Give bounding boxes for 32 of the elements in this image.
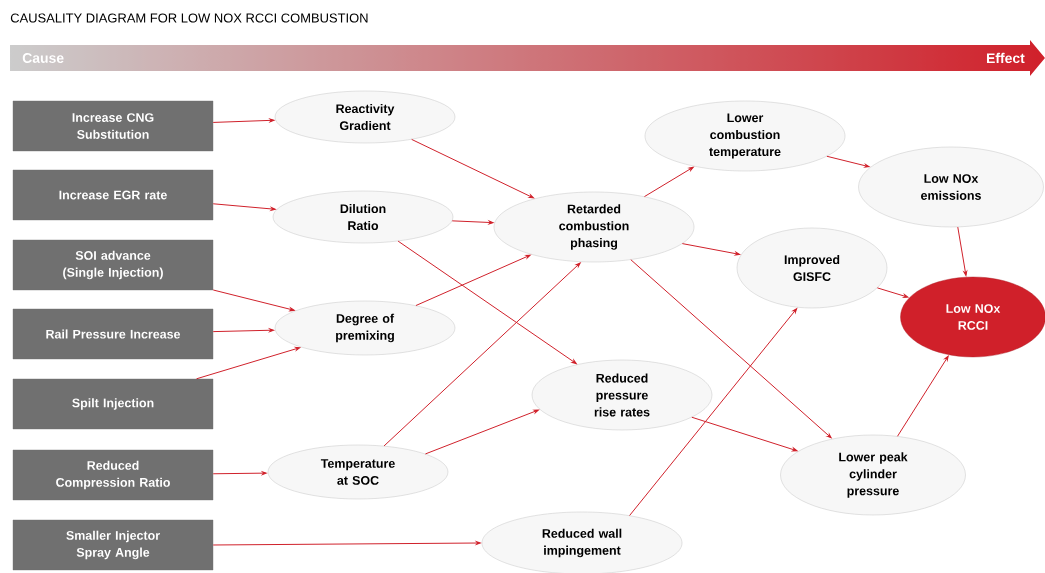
arrow <box>212 118 275 123</box>
title: CAUSALITY DIAGRAM FOR LOW NOX RCCI COMBUSTION <box>10 13 368 23</box>
arrow <box>212 289 295 312</box>
arrow <box>643 166 694 198</box>
arrow <box>691 416 798 452</box>
arrow <box>629 308 798 517</box>
band-label: Effect <box>987 52 1025 64</box>
arrow <box>681 243 741 256</box>
cause-box: Reduced Compression Ratio <box>12 449 214 501</box>
arrow <box>957 226 968 276</box>
arrow <box>424 409 539 455</box>
arrow <box>212 203 276 211</box>
arrow <box>826 155 870 168</box>
arrow <box>630 259 832 439</box>
arrow <box>451 220 494 225</box>
arrow <box>415 254 531 307</box>
arrow <box>897 355 949 437</box>
arrow <box>876 287 909 298</box>
arrow <box>212 471 267 476</box>
arrow <box>196 346 301 380</box>
cause-box: Increase EGR rate <box>12 169 214 221</box>
arrow <box>212 541 481 546</box>
cause-box: Spilt Injection <box>12 378 214 430</box>
band-label: Cause <box>22 53 64 63</box>
arrow <box>397 240 577 365</box>
arrow <box>212 328 275 333</box>
arrow <box>383 262 581 447</box>
cause-box: Increase CNG Substitution <box>12 100 214 152</box>
cause-box: Rail Pressure Increase <box>12 308 214 360</box>
arrow <box>411 138 534 199</box>
cause-box: Smaller Injector Spray Angle <box>12 519 214 571</box>
cause-box: SOI advance (Single Injection) <box>12 239 214 291</box>
